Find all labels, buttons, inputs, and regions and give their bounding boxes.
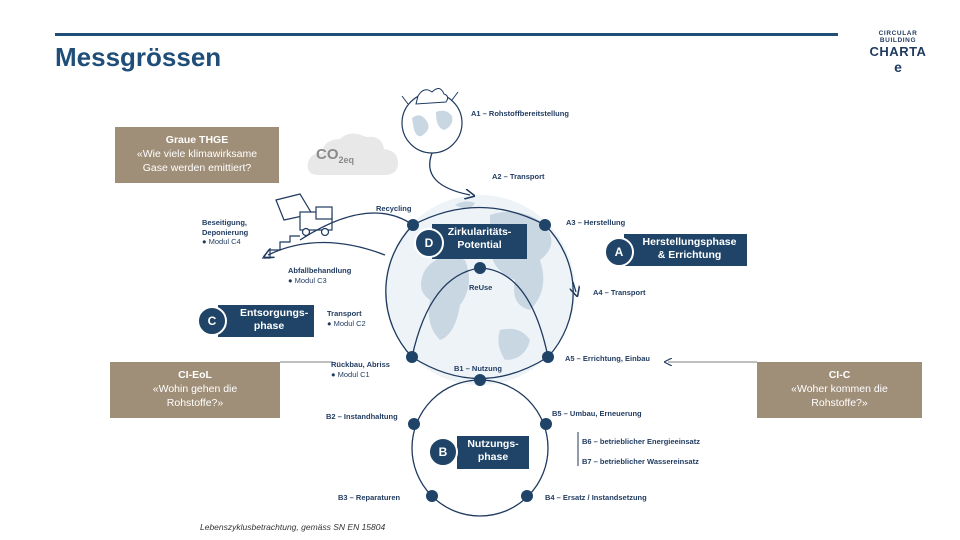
- stage-c4-name-1: Beseitigung,: [202, 218, 248, 227]
- logo: CIRCULAR BUILDING CHARTA e: [858, 30, 938, 75]
- stage-b7: B7 – betrieblicher Wassereinsatz: [582, 457, 699, 466]
- phase-d-label: Zirkularitäts-Potential: [447, 226, 512, 251]
- reuse-inner-right: [479, 267, 549, 358]
- stage-b4: B4 – Ersatz / Instandsetzung: [545, 493, 647, 502]
- phase-a-label: Herstellungsphase & Errichtung: [642, 236, 737, 261]
- phase-b-badge: B: [428, 437, 458, 467]
- stage-a5: A5 – Errichtung, Einbau: [565, 354, 651, 363]
- waste-truck-icon: [262, 193, 333, 259]
- phase-c-box: Entsorgungs-phase: [218, 305, 314, 337]
- graue-thge-box: Graue THGE «Wie viele klimawirksame Gase…: [115, 127, 279, 183]
- waste-treatment-arc: [268, 241, 386, 256]
- recycling-arc: [299, 212, 414, 241]
- recycling-label: Recycling: [376, 204, 412, 213]
- stage-c4-module: ● Modul C4: [202, 237, 241, 246]
- stage-a1: A1 – Rohstoffbereitstellung: [471, 109, 569, 118]
- graue-thge-text: «Wie viele klimawirksame Gase werden emi…: [136, 148, 258, 174]
- stage-c3: Abfallbehandlung ● Modul C3: [288, 266, 351, 285]
- stage-a3: A3 – Herstellung: [566, 218, 626, 227]
- co2-cloud-icon: [307, 133, 398, 175]
- cycle-left-arc: [385, 224, 414, 358]
- logo-mark: e: [894, 59, 902, 75]
- logo-line-1: CIRCULAR: [878, 30, 918, 37]
- ci-c-text: «Woher kommen die Rohstoffe?»: [791, 383, 888, 409]
- stage-c1: Rückbau, Abriss ● Modul C1: [331, 360, 390, 379]
- node-c1: [406, 351, 418, 363]
- ci-c-heading: CI-C: [828, 369, 851, 381]
- phase-d-box: Zirkularitäts-Potential: [432, 224, 527, 259]
- ci-c-box: CI-C «Woher kommen die Rohstoffe?»: [757, 362, 922, 418]
- logo-line-3: CHARTA: [869, 44, 927, 59]
- node-b5: [540, 418, 552, 430]
- stage-c3-name: Abfallbehandlung: [288, 266, 352, 275]
- node-a3: [539, 219, 551, 231]
- stage-b1: B1 – Nutzung: [454, 364, 502, 373]
- phase-c-label: Entsorgungs-phase: [240, 307, 309, 332]
- node-a5: [542, 351, 554, 363]
- stage-c3-module: ● Modul C3: [288, 275, 327, 285]
- page-title: Messgrössen: [55, 42, 222, 72]
- logo-line-2: BUILDING: [879, 37, 917, 44]
- stage-c4-name-2: Deponierung: [202, 227, 249, 237]
- ci-eol-box: CI-EoL «Wohin gehen die Rohstoffe?»: [110, 362, 280, 418]
- stage-c4: Beseitigung, Deponierung ● Modul C4: [202, 218, 248, 247]
- raw-material-globe-icon: [401, 88, 463, 154]
- phase-a-box: Herstellungsphase & Errichtung: [624, 234, 747, 266]
- caption: Lebenszyklusbetrachtung, gemäss SN EN 15…: [200, 522, 386, 532]
- stage-b5: B5 – Umbau, Erneuerung: [552, 409, 642, 418]
- reuse-label: ReUse: [469, 283, 493, 292]
- node-b3: [426, 490, 438, 502]
- ci-eol-heading: CI-EoL: [178, 369, 212, 381]
- title-rule: [55, 33, 838, 36]
- phase-a-badge: A: [604, 237, 634, 267]
- ci-eol-text: «Wohin gehen die Rohstoffe?»: [152, 383, 238, 409]
- stage-c2: Transport ● Modul C2: [327, 309, 366, 328]
- stage-c1-name: Rückbau, Abriss: [331, 360, 390, 369]
- node-b1: [474, 374, 486, 386]
- reuse-inner-left: [411, 267, 481, 358]
- node-b2: [408, 418, 420, 430]
- node-recycling: [407, 219, 419, 231]
- node-b4: [521, 490, 533, 502]
- node-reuse: [474, 262, 486, 274]
- phase-c-badge: C: [197, 306, 227, 336]
- stage-a2: A2 – Transport: [492, 172, 545, 181]
- stage-a4: A4 – Transport: [593, 288, 646, 297]
- stage-b3: B3 – Reparaturen: [338, 493, 401, 502]
- a1-to-cycle-arrow: [429, 152, 470, 195]
- stage-c1-module: ● Modul C1: [331, 369, 370, 379]
- phase-b-label: Nutzungs-phase: [467, 438, 519, 463]
- stage-c2-name: Transport: [327, 309, 362, 318]
- stage-b6: B6 – betrieblicher Energieeinsatz: [582, 437, 700, 446]
- stage-b2: B2 – Instandhaltung: [326, 412, 398, 421]
- phase-b-box: Nutzungs-phase: [457, 436, 529, 469]
- graue-thge-heading: Graue THGE: [165, 134, 229, 146]
- cycle-top-arc: [412, 206, 546, 226]
- stage-c2-module: ● Modul C2: [327, 318, 366, 328]
- a4-arrow: [573, 281, 576, 292]
- co2-label: CO2eq: [316, 146, 355, 165]
- phase-d-badge: D: [414, 228, 444, 258]
